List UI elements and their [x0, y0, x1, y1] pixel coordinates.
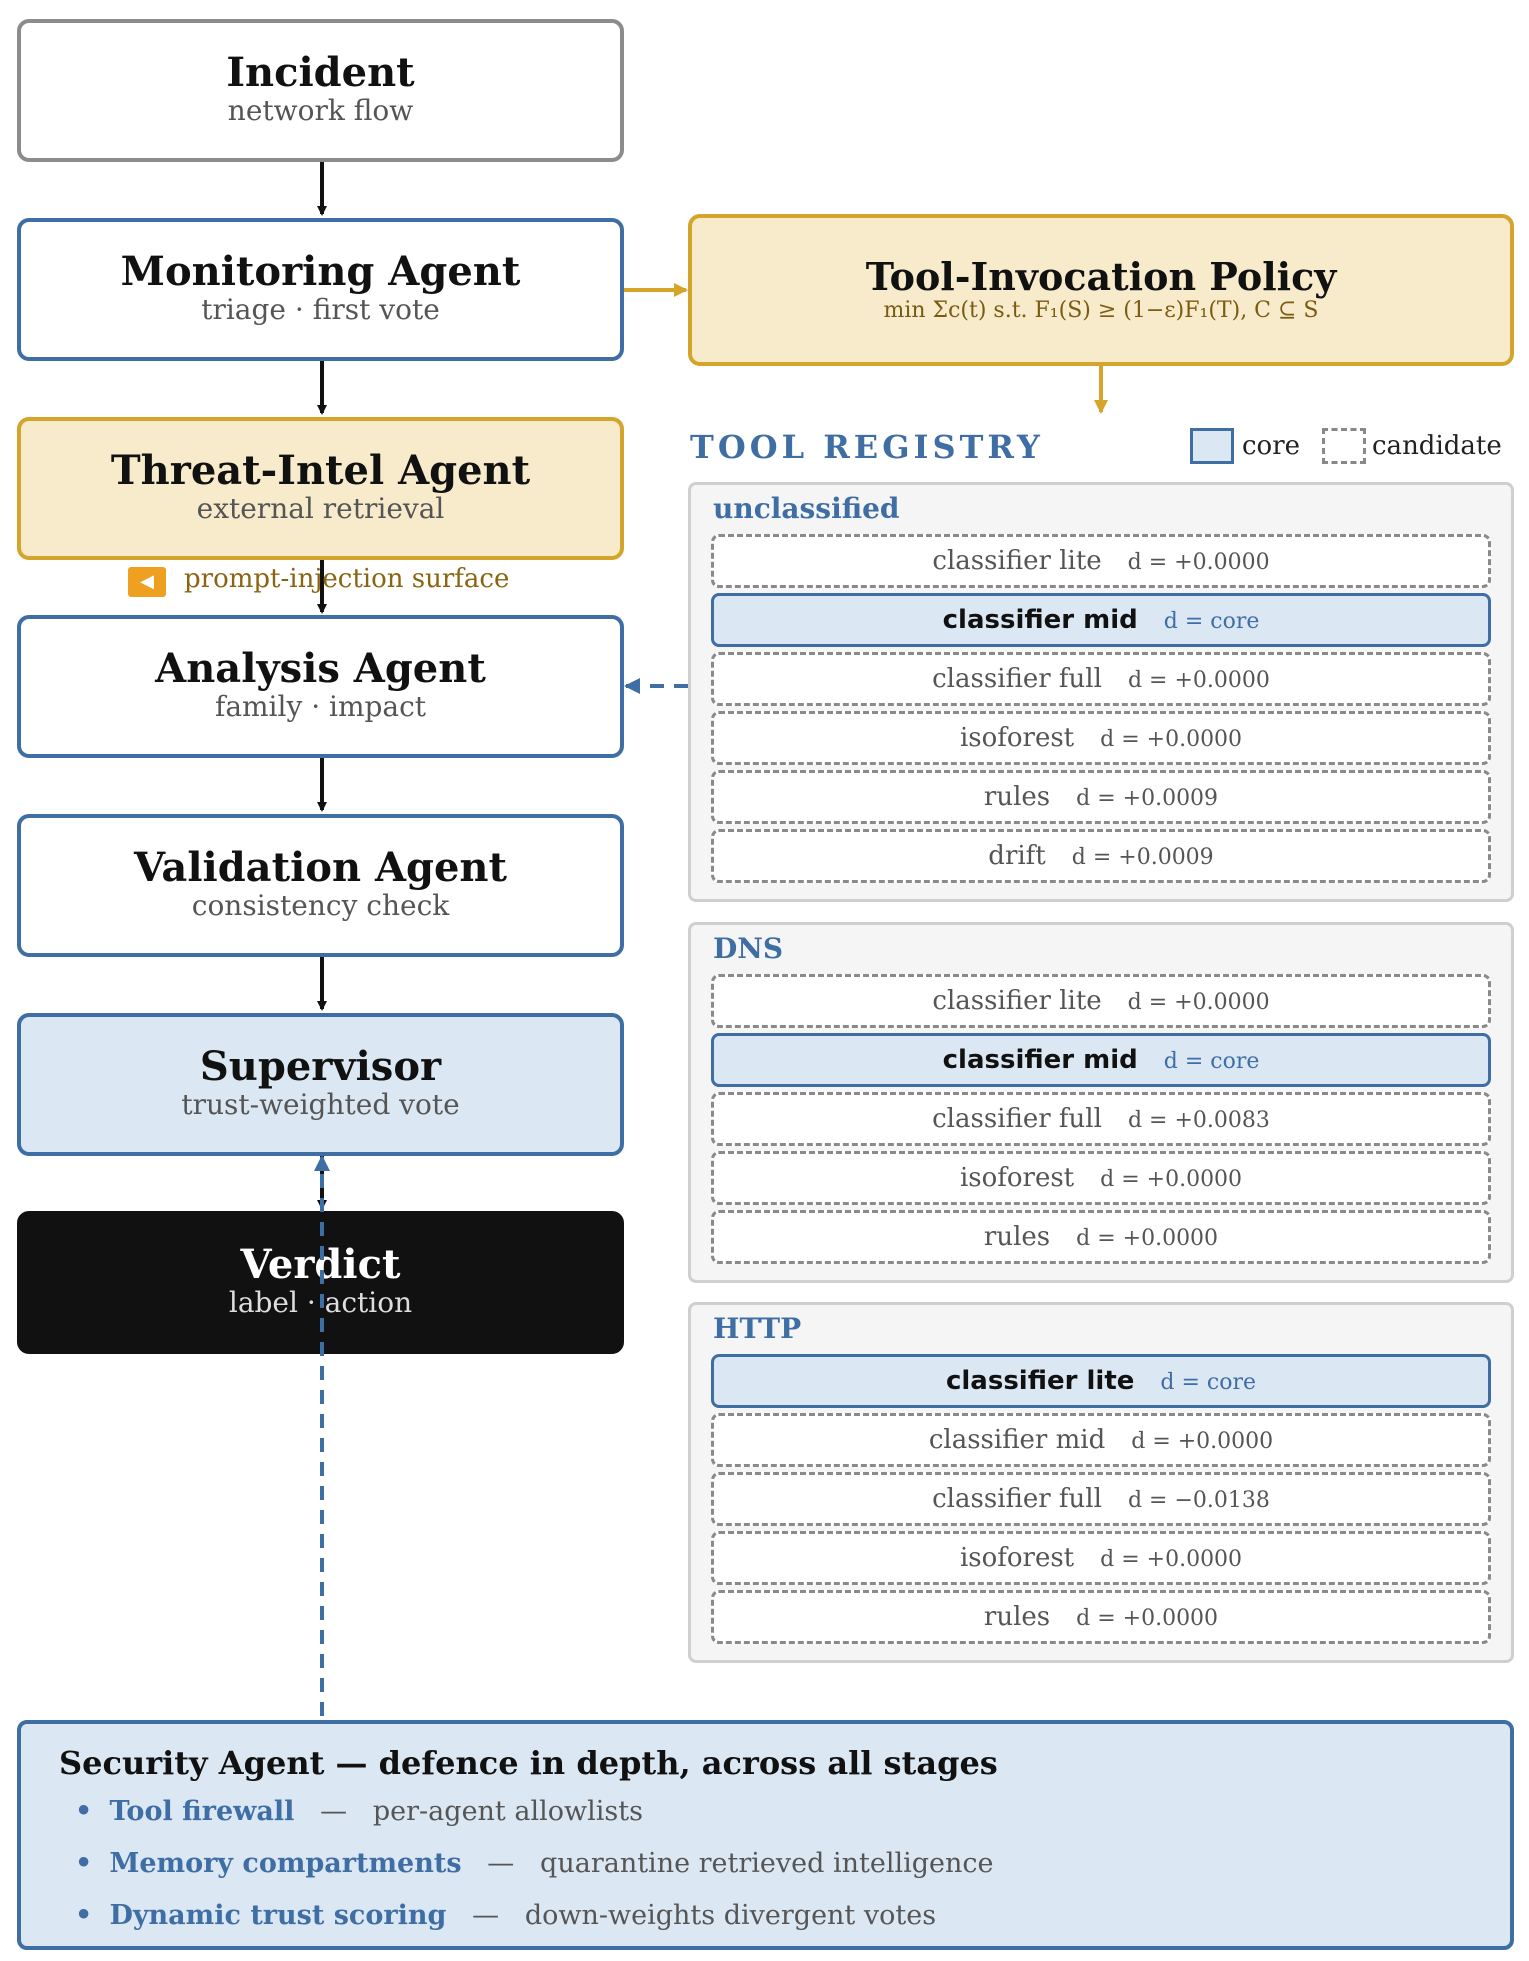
- tool-name: isoforest: [959, 723, 1075, 753]
- tool-name: classifier full: [932, 1484, 1102, 1514]
- tool-row-candidate: rules d = +0.0009: [711, 770, 1491, 824]
- tool-row-candidate: classifier lite d = +0.0000: [711, 974, 1491, 1028]
- legend-candidate-label: candidate: [1372, 431, 1502, 461]
- stage-title: Monitoring Agent: [120, 248, 521, 295]
- tool-row-core: classifier mid d = core: [711, 1033, 1491, 1087]
- tool-delta: d = +0.0000: [1127, 668, 1270, 693]
- stage-monitoring-agent: Monitoring Agent triage · first vote: [17, 218, 624, 361]
- dash: —: [472, 1900, 500, 1931]
- tool-row-candidate: isoforest d = +0.0000: [711, 711, 1491, 765]
- legend-candidate-swatch: [1322, 428, 1366, 464]
- tool-row-candidate: rules d = +0.0000: [711, 1210, 1491, 1264]
- stage-subtitle: triage · first vote: [201, 293, 440, 326]
- stage-verdict: Verdict label · action: [17, 1211, 624, 1354]
- security-item-term: Tool firewall: [109, 1796, 295, 1827]
- security-item: • Memory compartments — quarantine retri…: [75, 1848, 994, 1879]
- stage-title: Threat-Intel Agent: [110, 447, 531, 494]
- tool-delta: d = +0.0009: [1076, 786, 1219, 811]
- legend-core-label: core: [1242, 431, 1301, 461]
- stage-subtitle: trust-weighted vote: [181, 1088, 460, 1121]
- tool-name: rules: [983, 782, 1051, 812]
- stage-subtitle: external retrieval: [196, 492, 445, 525]
- tool-delta: d = +0.0000: [1076, 1226, 1219, 1251]
- security-title: Security Agent — defence in depth, acros…: [59, 1744, 998, 1782]
- tool-row-candidate: classifier full d = −0.0138: [711, 1472, 1491, 1526]
- tool-delta: d = +0.0000: [1127, 990, 1270, 1015]
- tool-name: isoforest: [959, 1163, 1075, 1193]
- injection-note: prompt-injection surface: [184, 564, 510, 594]
- security-item-desc: down-weights divergent votes: [524, 1900, 937, 1931]
- security-item-desc: quarantine retrieved intelligence: [540, 1848, 994, 1879]
- registry-heading: TOOL REGISTRY: [690, 428, 1044, 466]
- tool-name: classifier full: [932, 1104, 1102, 1134]
- security-item-term: Memory compartments: [109, 1848, 462, 1879]
- stage-title: Analysis Agent: [155, 645, 486, 692]
- tool-name: classifier mid: [942, 1045, 1138, 1075]
- tool-delta: d = +0.0083: [1127, 1108, 1270, 1133]
- tool-name: classifier full: [932, 664, 1102, 694]
- tool-delta: d = +0.0000: [1100, 727, 1243, 752]
- tool-row-candidate: classifier mid d = +0.0000: [711, 1413, 1491, 1467]
- tool-row-core: classifier lite d = core: [711, 1354, 1491, 1408]
- stage-title: Incident: [226, 49, 415, 96]
- tool-name: classifier lite: [932, 986, 1102, 1016]
- security-item: • Dynamic trust scoring — down-weights d…: [75, 1900, 937, 1931]
- tool-group-label: DNS: [713, 932, 784, 965]
- tool-row-candidate: classifier full d = +0.0083: [711, 1092, 1491, 1146]
- dash: —: [487, 1848, 515, 1879]
- tool-row-candidate: isoforest d = +0.0000: [711, 1151, 1491, 1205]
- tool-name: drift: [988, 841, 1046, 871]
- tool-group-label: unclassified: [713, 492, 900, 525]
- tool-delta: d = core: [1160, 1370, 1256, 1395]
- tool-name: classifier lite: [945, 1366, 1135, 1396]
- tool-delta: d = +0.0000: [1100, 1167, 1243, 1192]
- tool-delta: d = +0.0000: [1076, 1606, 1219, 1631]
- stage-threat-intel-agent: Threat-Intel Agent external retrieval: [17, 417, 624, 560]
- warning-icon: ◀: [128, 567, 166, 597]
- tool-name: classifier mid: [928, 1425, 1106, 1455]
- tool-name: rules: [983, 1602, 1051, 1632]
- tool-delta: d = +0.0009: [1071, 845, 1214, 870]
- stage-supervisor: Supervisor trust-weighted vote: [17, 1013, 624, 1156]
- tool-row-candidate: drift d = +0.0009: [711, 829, 1491, 883]
- security-item-desc: per-agent allowlists: [372, 1796, 643, 1827]
- tool-name: isoforest: [959, 1543, 1075, 1573]
- stage-validation-agent: Validation Agent consistency check: [17, 814, 624, 957]
- tool-delta: d = core: [1163, 609, 1260, 634]
- tool-delta: d = +0.0000: [1131, 1429, 1274, 1454]
- tool-row-core: classifier mid d = core: [711, 593, 1491, 647]
- stage-incident: Incident network flow: [17, 19, 624, 162]
- tool-name: rules: [983, 1222, 1051, 1252]
- tool-row-candidate: classifier full d = +0.0000: [711, 652, 1491, 706]
- tool-group-label: HTTP: [713, 1312, 802, 1345]
- stage-title: Supervisor: [199, 1043, 442, 1090]
- policy-title: Tool-Invocation Policy: [865, 254, 1337, 299]
- legend-core-swatch: [1190, 428, 1234, 464]
- stage-subtitle: label · action: [228, 1286, 413, 1319]
- security-item-term: Dynamic trust scoring: [109, 1900, 447, 1931]
- dash: —: [320, 1796, 348, 1827]
- stage-analysis-agent: Analysis Agent family · impact: [17, 615, 624, 758]
- stage-subtitle: network flow: [227, 94, 414, 127]
- tool-delta: d = core: [1163, 1049, 1260, 1074]
- tool-name: classifier lite: [932, 546, 1102, 576]
- security-agent-panel: Security Agent — defence in depth, acros…: [17, 1720, 1514, 1950]
- tool-row-candidate: isoforest d = +0.0000: [711, 1531, 1491, 1585]
- security-item: • Tool firewall — per-agent allowlists: [75, 1796, 643, 1827]
- tool-delta: d = +0.0000: [1127, 550, 1270, 575]
- tool-name: classifier mid: [942, 605, 1138, 635]
- stage-title: Validation Agent: [134, 844, 507, 891]
- tool-row-candidate: rules d = +0.0000: [711, 1590, 1491, 1644]
- tool-delta: d = +0.0000: [1100, 1547, 1243, 1572]
- tool-delta: d = −0.0138: [1127, 1488, 1270, 1513]
- stage-subtitle: consistency check: [191, 889, 450, 922]
- stage-subtitle: family · impact: [214, 690, 427, 723]
- policy-formula: min Σc(t) s.t. F₁(S) ≥ (1−ε)F₁(T), C ⊆ S: [883, 298, 1319, 323]
- tool-invocation-policy: Tool-Invocation Policy min Σc(t) s.t. F₁…: [688, 214, 1514, 366]
- tool-row-candidate: classifier lite d = +0.0000: [711, 534, 1491, 588]
- stage-title: Verdict: [240, 1241, 401, 1288]
